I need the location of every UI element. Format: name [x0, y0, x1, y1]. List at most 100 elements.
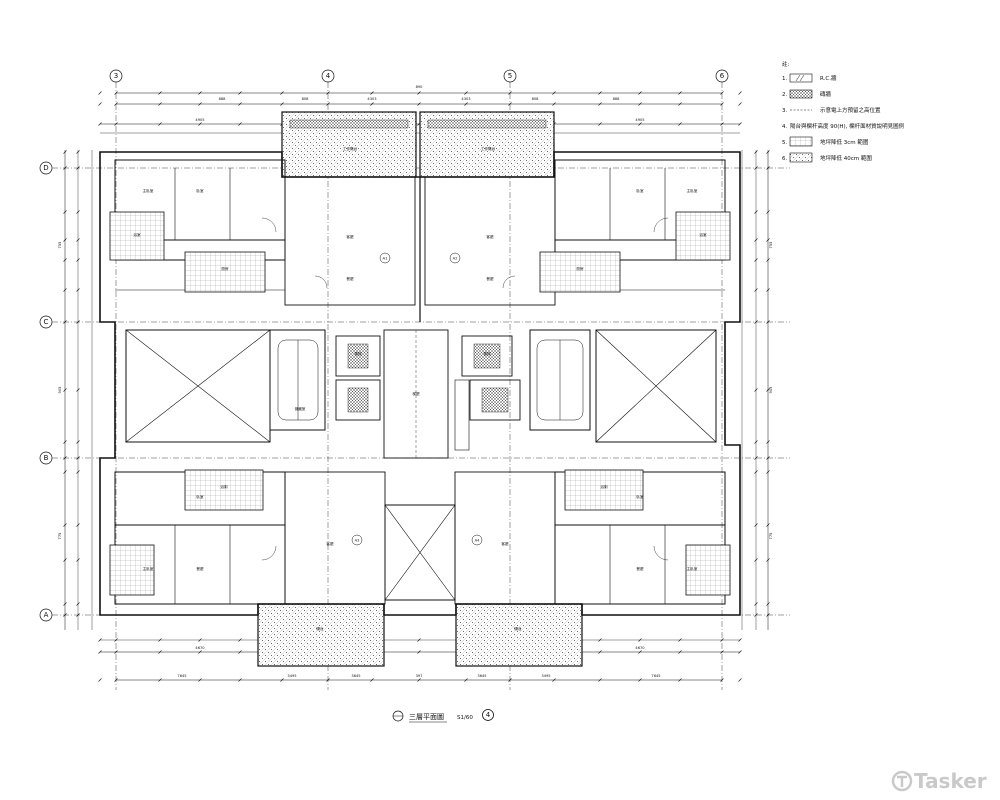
- dimension-tick: [766, 150, 770, 154]
- dim-top-middle: 808: [302, 97, 310, 101]
- dimension-tick: [754, 388, 758, 392]
- dim-top-middle: 808: [532, 97, 540, 101]
- dimension-tick: [238, 638, 242, 642]
- legend-num: 4.: [782, 124, 787, 130]
- legend-item-floor-40cm: 6. 地坪降低 40cm 範圍: [782, 152, 872, 163]
- dim-top-middle: 4303: [367, 97, 376, 101]
- dimension-tick: [158, 678, 162, 682]
- room-label: 主臥室: [143, 566, 154, 571]
- dimension-tick: [766, 602, 770, 606]
- dimension-tick: [238, 91, 242, 95]
- drawing-title: 三層平面圖 S1/60 4: [392, 709, 494, 723]
- dimension-tick: [754, 320, 758, 324]
- axis-bubble-row-a: A: [39, 608, 53, 622]
- axis-label: 6: [720, 72, 725, 80]
- dimension-tick: [766, 320, 770, 324]
- dimension-tick: [326, 678, 330, 682]
- dimension-tick: [326, 102, 330, 106]
- dimension-tick: [63, 150, 67, 154]
- dimension-tick: [326, 91, 330, 95]
- dimension-tick: [508, 91, 512, 95]
- room-label: 客廳: [346, 234, 354, 239]
- dimension-tick: [98, 678, 102, 682]
- unit-code-bubble: [351, 534, 363, 546]
- dimension-tick: [158, 102, 162, 106]
- dimension-tick: [598, 122, 602, 126]
- dimension-tick: [766, 388, 770, 392]
- dimension-texts: 888 890 888 808 4303 4303 808 4905 4905 …: [58, 85, 773, 678]
- dimension-tick: [766, 166, 770, 170]
- legend-num: 3.: [782, 108, 787, 114]
- dimension-tick: [678, 678, 682, 682]
- watermark-logo: Tasker: [891, 769, 987, 793]
- dimension-tick: [754, 440, 758, 444]
- dim-bottom-overall: 397: [416, 674, 423, 678]
- dimension-tick: [766, 258, 770, 262]
- dimension-tick: [76, 238, 80, 242]
- room-label: 主臥室: [687, 566, 698, 571]
- dimension-tick: [720, 650, 724, 654]
- dimension-tick: [754, 470, 758, 474]
- dimension-tick: [76, 288, 80, 292]
- dimension-tick: [720, 638, 724, 642]
- axis-label: 4: [326, 72, 331, 80]
- dimension-tick: [598, 678, 602, 682]
- dim-bottom-overall: 3495: [287, 674, 296, 678]
- dimension-tick: [114, 678, 118, 682]
- dimension-tick: [158, 122, 162, 126]
- dimension-tick: [63, 258, 67, 262]
- dimension-tick: [766, 470, 770, 474]
- room-label: 臥室: [636, 188, 644, 193]
- dimension-tick: [738, 122, 742, 126]
- dimension-tick: [598, 638, 602, 642]
- legend: 註: 1. R.C.牆 2. 磚牆 3. 示意電上方預留之高位置 4. 陽台與欄…: [782, 60, 905, 163]
- dimension-tick: [720, 122, 724, 126]
- dimension-tick: [63, 320, 67, 324]
- unit-code-label: A1: [383, 256, 388, 260]
- dimension-tick: [754, 258, 758, 262]
- dimension-tick: [76, 558, 80, 562]
- room-label: 陽台: [514, 626, 522, 631]
- legend-label: 磚牆: [820, 90, 832, 98]
- dim-top-overall: 888: [613, 97, 621, 101]
- dimension-tick: [370, 678, 374, 682]
- dimension-tick: [738, 650, 742, 654]
- axis-bubble-col-6: 6: [715, 69, 729, 83]
- dimension-tick: [508, 102, 512, 106]
- dimension-tick: [464, 91, 468, 95]
- dimension-tick: [678, 638, 682, 642]
- axis-bubble-col-4: 4: [321, 69, 335, 83]
- dimension-tick: [98, 638, 102, 642]
- room-label: 陽台: [316, 626, 324, 631]
- dimension-tick: [63, 238, 67, 242]
- dimension-tick: [720, 91, 724, 95]
- axis-bubble-row-b: B: [39, 451, 53, 465]
- dimension-ticks: [63, 91, 770, 682]
- dimension-tick: [198, 678, 202, 682]
- axis-bubble-col-5: 5: [503, 69, 517, 83]
- dimension-tick: [720, 102, 724, 106]
- dimension-tick: [754, 558, 758, 562]
- dimension-tick: [198, 102, 202, 106]
- room-label: 浴廁: [600, 484, 608, 489]
- room-label: 主臥室: [687, 188, 698, 193]
- dimension-tick: [76, 388, 80, 392]
- legend-label: 示意電上方預留之高位置: [820, 106, 881, 114]
- dimension-tick: [158, 91, 162, 95]
- dimension-tick: [552, 678, 556, 682]
- axis-label: 5: [508, 72, 512, 80]
- dimension-tick: [598, 102, 602, 106]
- drawing-title-text: 三層平面圖: [409, 713, 444, 721]
- legend-item-balcony-railing: 4. 陽台與欄杆高度 90(H), 欄杆面材質說明見圖例: [782, 122, 905, 130]
- dimension-tick: [198, 650, 202, 654]
- dimension-tick: [238, 650, 242, 654]
- dimension-tick: [63, 523, 67, 527]
- dimension-tick: [638, 678, 642, 682]
- unit-code-label: A3: [355, 538, 360, 542]
- drawing-scale: S1/60: [457, 715, 473, 721]
- legend-item-floor-3cm: 5. 地坪降低 3cm 範圍: [782, 136, 869, 147]
- dim-right-row: 905: [769, 387, 773, 394]
- dim-top-detail: 4905: [195, 118, 204, 122]
- dimension-tick: [552, 91, 556, 95]
